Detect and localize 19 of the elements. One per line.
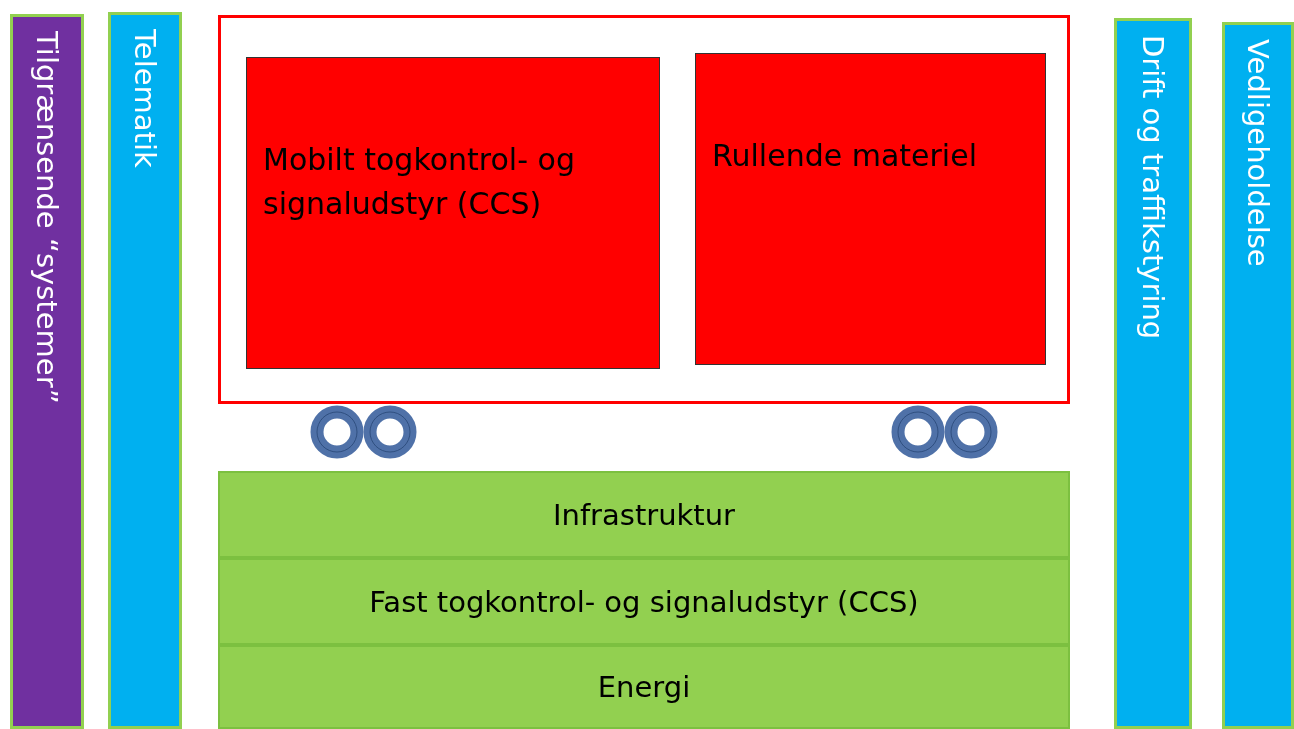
layer-band [218, 471, 1070, 558]
vertical-band [1222, 22, 1294, 729]
band-label: Tilgrænsende “systemer” [30, 31, 64, 404]
band-label: Telematik [128, 29, 162, 168]
band-label: Vedligeholdelse [1241, 39, 1275, 267]
layer-band [218, 645, 1070, 729]
vertical-band [108, 12, 182, 729]
component-label: Mobilt togkontrol- og signaludstyr (CCS) [263, 141, 576, 223]
vertical-band [1114, 18, 1192, 729]
band-label: Drift og traffikstyring [1136, 35, 1170, 340]
layer-label: Energi [596, 670, 692, 704]
component-label: Rullende materiel [712, 137, 978, 175]
layer-band [218, 558, 1070, 645]
layer-label: Infrastruktur [551, 497, 737, 532]
component-box [695, 53, 1046, 365]
vertical-band [10, 14, 84, 729]
wagon-body [218, 15, 1070, 404]
layer-label: Fast togkontrol- og signaludstyr (CCS) [368, 584, 920, 619]
component-box [246, 57, 660, 369]
